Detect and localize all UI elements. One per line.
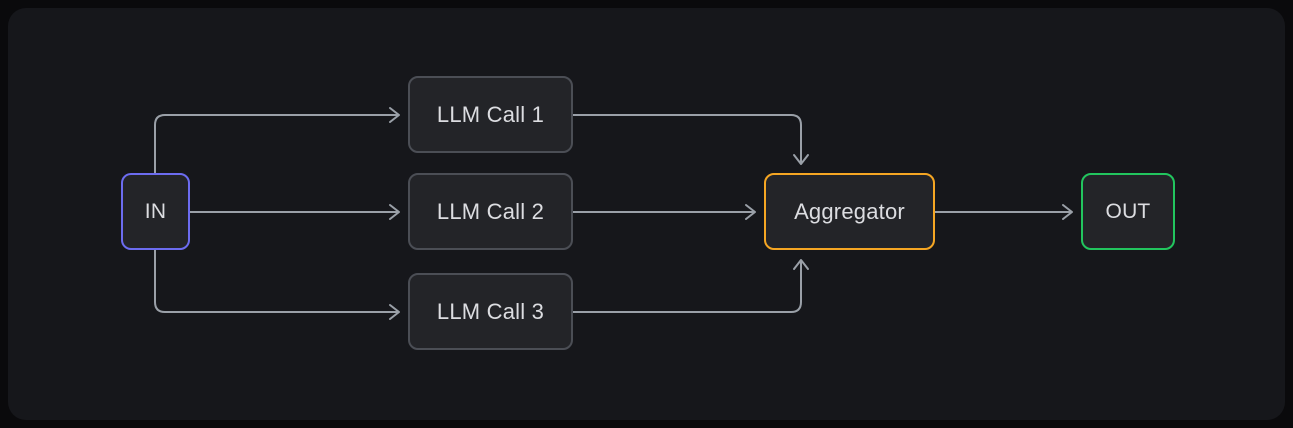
node-out-label: OUT	[1105, 199, 1151, 223]
node-llm-call-3-label: LLM Call 3	[436, 298, 545, 324]
node-llm-call-1-label: LLM Call 1	[436, 101, 545, 127]
node-out[interactable]: OUT	[1081, 173, 1175, 250]
node-in-label: IN	[144, 199, 167, 223]
node-aggregator-label: Aggregator	[794, 198, 905, 224]
node-in[interactable]: IN	[121, 173, 190, 250]
node-llm-call-2-label: LLM Call 2	[436, 198, 545, 224]
node-llm-call-1[interactable]: LLM Call 1	[408, 76, 573, 153]
node-llm-call-3[interactable]: LLM Call 3	[408, 273, 573, 350]
node-aggregator[interactable]: Aggregator	[764, 173, 935, 250]
node-llm-call-2[interactable]: LLM Call 2	[408, 173, 573, 250]
